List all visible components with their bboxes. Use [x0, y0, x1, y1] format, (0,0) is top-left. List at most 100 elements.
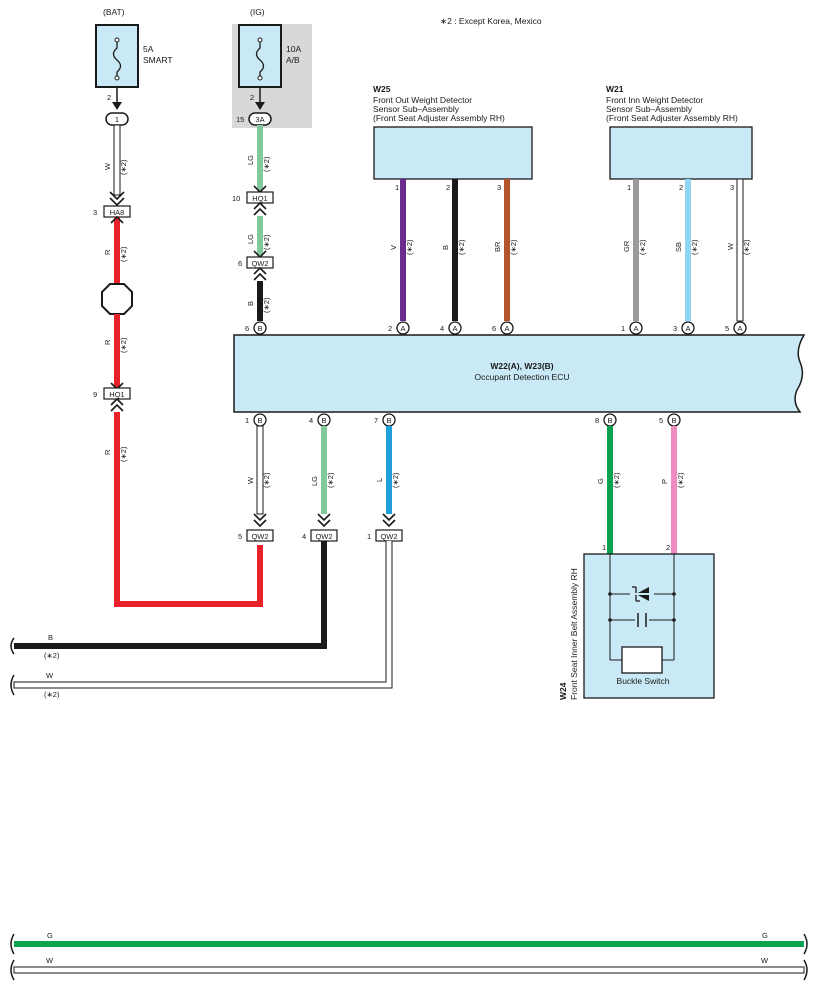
svg-text:7: 7 [374, 416, 378, 425]
bat-fuse-rating: 5A [143, 44, 154, 54]
star-note: (∗2) [262, 472, 271, 488]
ig-fuse-rating: 10A [286, 44, 301, 54]
w24-name: Front Seat Inner Belt Assembly RH [569, 568, 579, 700]
svg-text:1: 1 [621, 324, 625, 333]
star-note: (∗2) [676, 472, 685, 488]
wire-label-l: L [375, 478, 384, 482]
wire-label-lg: LG [246, 234, 255, 244]
hq1-left-pin: 9 [93, 390, 97, 399]
connector-chevron-icon [317, 513, 331, 528]
w25-line2: Sensor Sub–Assembly [373, 104, 460, 114]
star-note: (∗2) [44, 690, 60, 699]
svg-text:6: 6 [492, 324, 496, 333]
svg-text:B: B [257, 416, 262, 425]
svg-text:1: 1 [245, 416, 249, 425]
wire-w-bat [113, 124, 121, 196]
bus-label-w: W [46, 671, 54, 680]
ecu-pin-bot-b8: 8 B [595, 413, 617, 427]
svg-text:A: A [452, 324, 457, 333]
w24-id: W24 [558, 682, 568, 700]
qw2-a-id: QW2 [251, 532, 268, 541]
wire-label-v: V [389, 245, 398, 250]
wire-label-lg: LG [310, 476, 319, 486]
w24-pin1: 1 [602, 543, 606, 552]
bat-fuse-pin: 2 [107, 93, 111, 102]
wire-label-w: W [246, 476, 255, 484]
bat-fuse-icon [112, 40, 122, 78]
bat-junction-pin: 1 [115, 115, 119, 124]
wire-w [736, 178, 744, 322]
ecu-pin-bot-b7: 7 B [374, 413, 396, 427]
connector-qw2-a [246, 529, 274, 542]
svg-text:A: A [633, 324, 638, 333]
svg-text:3: 3 [673, 324, 677, 333]
wire-label-w: W [103, 162, 112, 170]
wire-w [256, 425, 264, 515]
star-note: (∗2) [262, 234, 271, 250]
wire-label-b: B [246, 301, 255, 306]
w21-id: W21 [606, 84, 624, 94]
qw2-top-pin: 6 [238, 259, 242, 268]
star-note: (∗2) [457, 239, 466, 255]
connector-chevron-icon [110, 397, 124, 412]
wire-break-icon [10, 674, 15, 696]
w21-sensor-box [609, 126, 753, 180]
wire-w-bus [13, 541, 393, 689]
star-note: (∗2) [612, 472, 621, 488]
svg-text:B: B [321, 416, 326, 425]
connector-chevron-icon [253, 266, 267, 281]
star-note: (∗2) [326, 472, 335, 488]
bat-fuse-name: SMART [143, 55, 173, 65]
splice-octagon-icon [101, 283, 133, 315]
star-note: (∗2) [638, 239, 647, 255]
star-note: (∗2) [119, 159, 128, 175]
connector-chevron-icon [110, 215, 124, 224]
ig-conn-pin: 15 [236, 115, 244, 124]
svg-text:A: A [737, 324, 742, 333]
bottom-label-w-right: W [761, 956, 769, 965]
ecu-pin-top-a6: 6 A [492, 321, 514, 335]
ecu-pin-top-a2: 2 A [388, 321, 410, 335]
connector-arrow-icon [255, 102, 265, 110]
ecu-pin-top-a4: 4 A [440, 321, 462, 335]
ecu-name: Occupant Detection ECU [475, 372, 570, 382]
w21-pin1: 1 [627, 183, 631, 192]
svg-text:B: B [386, 416, 391, 425]
star-note: (∗2) [119, 446, 128, 462]
w21-line3: (Front Seat Adjuster Assembly RH) [606, 113, 738, 123]
fuse-terminal-icon [257, 75, 263, 81]
wire-label-r: R [103, 249, 112, 255]
wire-label-b: B [441, 245, 450, 250]
note-except-korea-mexico: ∗2 : Except Korea, Mexico [440, 16, 542, 26]
qw2-c-pin: 1 [367, 532, 371, 541]
fuse-terminal-icon [114, 75, 120, 81]
hq1-left-id: HQ1 [109, 390, 124, 399]
ig-fuse-icon [255, 40, 265, 78]
wire-w-bottom [13, 966, 805, 974]
connector-chevron-icon [382, 513, 396, 528]
wire-break-icon [803, 933, 808, 955]
w25-pin1: 1 [395, 183, 399, 192]
svg-text:5: 5 [659, 416, 663, 425]
bottom-label-g-left: G [47, 931, 53, 940]
svg-text:B: B [607, 416, 612, 425]
star-note: (∗2) [262, 156, 271, 172]
svg-text:4: 4 [309, 416, 313, 425]
ecu-pin-bot-b1: 1 B [245, 413, 267, 427]
ecu-box [233, 334, 806, 413]
bottom-label-w-left: W [46, 956, 54, 965]
svg-text:A: A [685, 324, 690, 333]
connector-chevron-icon [253, 513, 267, 528]
ecu-pin-top-a5: 5 A [725, 321, 747, 335]
ha8-pin: 3 [93, 208, 97, 217]
w21-pin3: 3 [730, 183, 734, 192]
ecu-pin-bot-b5: 5 B [659, 413, 681, 427]
connector-arrow-icon [112, 102, 122, 110]
star-note: (∗2) [119, 246, 128, 262]
wire-label-p: P [660, 479, 669, 484]
svg-text:2: 2 [388, 324, 392, 333]
wire-label-gr: GR [622, 240, 631, 252]
star-note: (∗2) [509, 239, 518, 255]
bus-label-b: B [48, 633, 53, 642]
w25-line1: Front Out Weight Detector [373, 95, 472, 105]
